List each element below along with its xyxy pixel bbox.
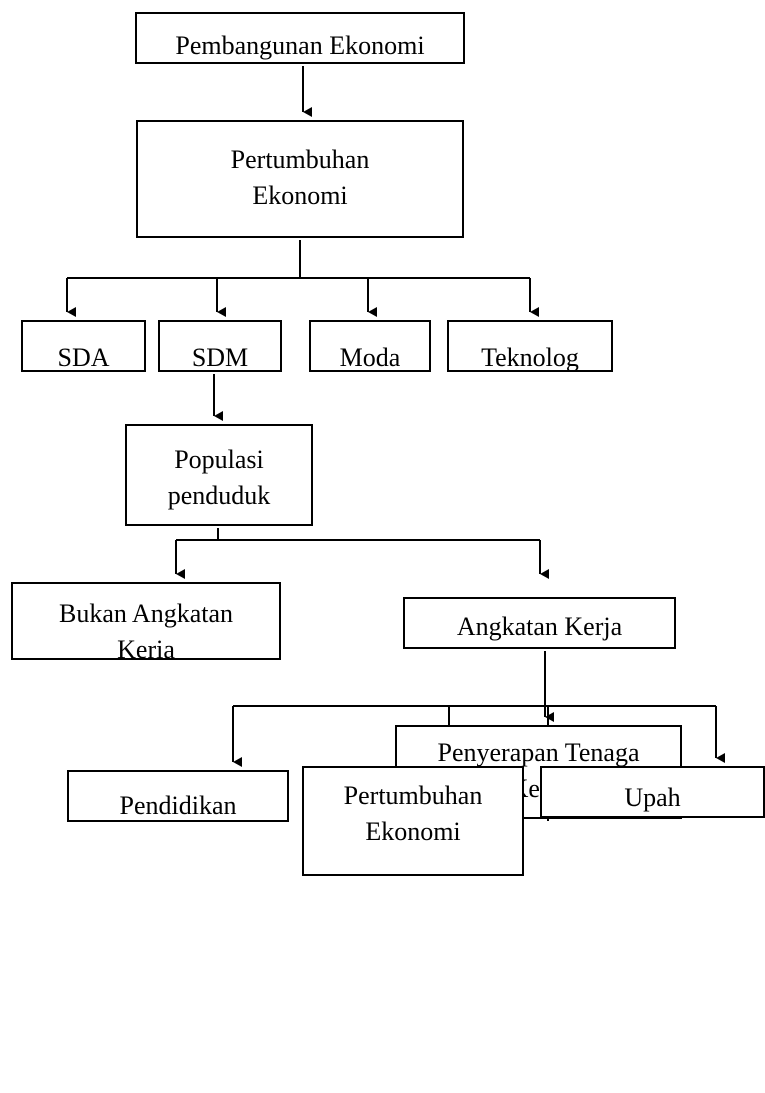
- node-label-line: Penyerapan Tenaga: [437, 738, 640, 767]
- node-label-line: Ekonomi: [252, 181, 348, 210]
- node-angkatan-kerja: Angkatan Kerja: [403, 597, 676, 649]
- node-pembangunan-ekonomi: Pembangunan Ekonomi: [135, 12, 465, 64]
- node-label-line: Teknolog: [481, 343, 579, 372]
- node-label-line: Pendidikan: [119, 791, 237, 820]
- node-pendidikan: Pendidikan: [67, 770, 289, 822]
- node-label-line: Pembangunan Ekonomi: [175, 31, 425, 60]
- node-sda: SDA: [21, 320, 146, 372]
- node-label-line: SDM: [191, 343, 249, 372]
- node-label-line: Ekonomi: [365, 817, 461, 846]
- node-label-line: Angkatan Kerja: [456, 612, 623, 641]
- node-populasi-penduduk: Populasi penduduk: [125, 424, 313, 526]
- node-label-line: Populasi: [174, 445, 264, 474]
- node-sdm: SDM: [158, 320, 282, 372]
- node-teknologi: Teknolog: [447, 320, 613, 372]
- node-upah: Upah: [540, 766, 765, 818]
- node-label-line: Keria: [117, 635, 175, 660]
- node-moda: Moda: [309, 320, 431, 372]
- node-label-line: Pertumbuhan: [343, 781, 483, 810]
- node-label-line: Moda: [339, 343, 401, 372]
- node-label-line: penduduk: [167, 481, 271, 510]
- node-label-line: Pertumbuhan: [230, 145, 370, 174]
- node-label-line: SDA: [57, 343, 110, 372]
- node-label-line: Upah: [624, 783, 681, 812]
- node-label-line: Bukan Angkatan: [58, 599, 234, 628]
